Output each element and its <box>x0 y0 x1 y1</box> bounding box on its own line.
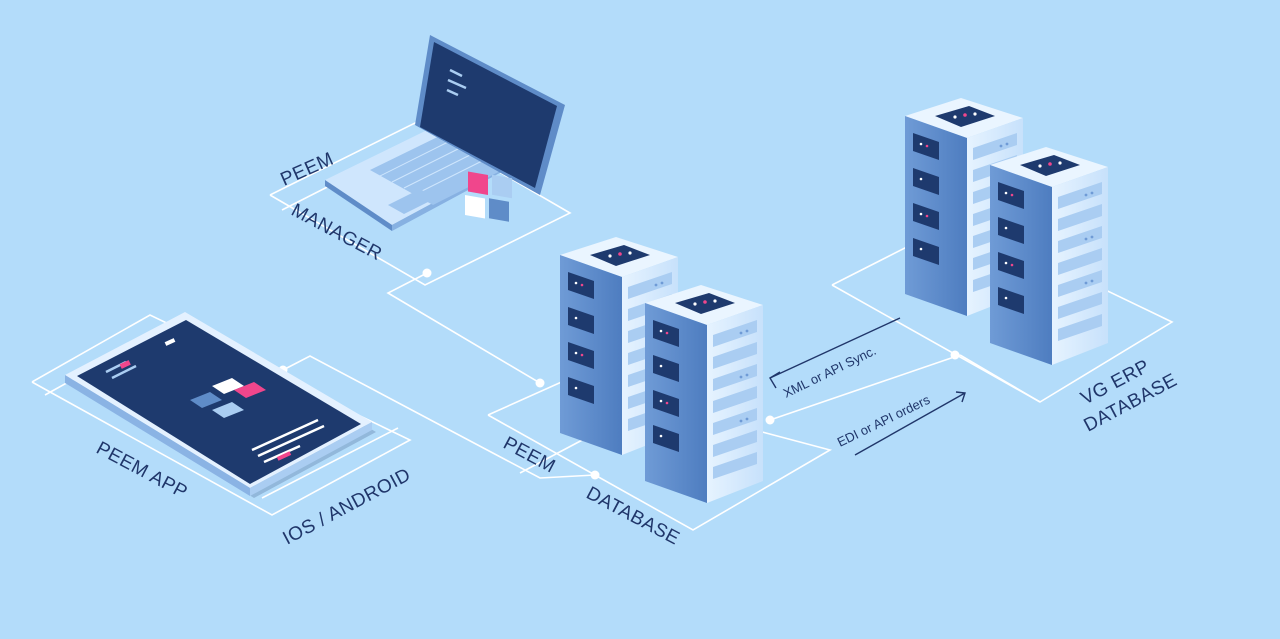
server-rack-icon <box>645 285 763 503</box>
sync-arrows <box>769 317 966 456</box>
peem-database-servers <box>560 237 763 503</box>
phone-to-db-wire <box>282 355 596 479</box>
db-platform-outline <box>487 379 833 531</box>
server-rack-icon <box>990 147 1108 365</box>
db-to-erp-wire <box>769 354 961 421</box>
laptop-icon <box>325 35 565 231</box>
db-label-line1: PEEM <box>500 433 559 478</box>
phone-platform-outline <box>31 314 412 516</box>
orders-label: EDI or API orders <box>835 392 933 450</box>
sync-label: XML or API Sync. <box>781 343 879 401</box>
laptop-platform-outline <box>269 122 572 286</box>
erp-database-servers <box>905 98 1108 365</box>
laptop-to-db-wire <box>386 272 541 384</box>
smartphone-icon <box>65 312 376 498</box>
app-label-line2: IOS / ANDROID <box>279 464 414 549</box>
